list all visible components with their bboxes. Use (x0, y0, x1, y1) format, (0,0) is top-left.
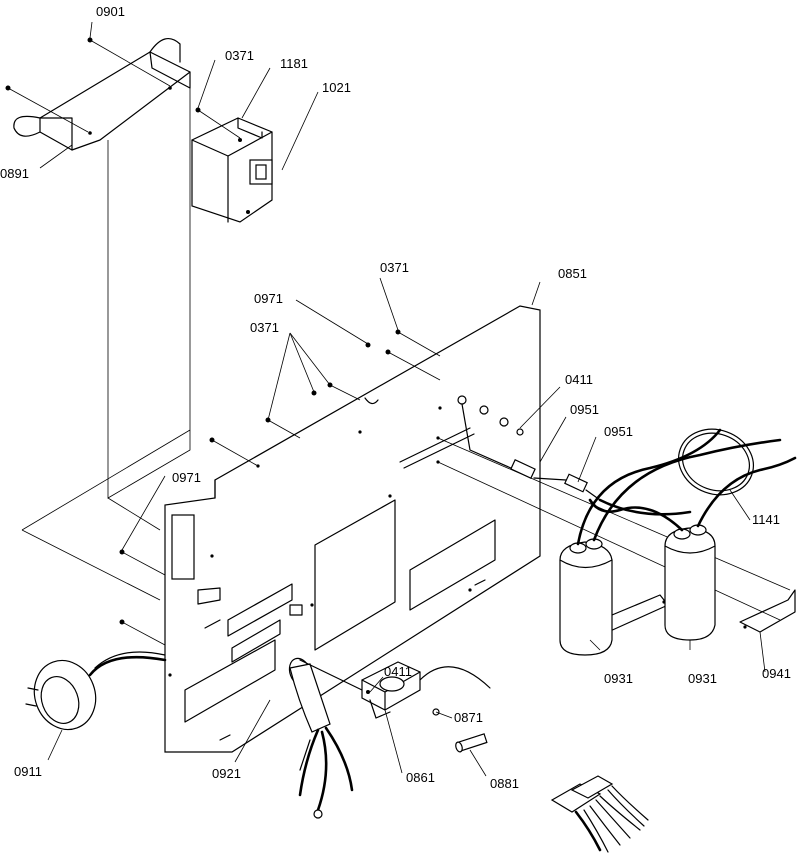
label-0931-a: 0931 (604, 671, 633, 686)
label-0881: 0881 (490, 776, 519, 791)
label-0851: 0851 (558, 266, 587, 281)
label-0901: 0901 (96, 4, 125, 19)
label-1181: 1181 (280, 56, 308, 71)
label-0941: 0941 (762, 666, 791, 681)
diode-assembly (457, 395, 601, 501)
back-panel-outline (21, 88, 191, 601)
label-0931-b: 0931 (688, 671, 717, 686)
label-0871: 0871 (454, 710, 483, 725)
power-cord (25, 651, 167, 731)
label-0371-left: 0371 (250, 320, 279, 335)
label-0921: 0921 (212, 766, 241, 781)
connector-harness (550, 775, 649, 853)
transformer (191, 117, 273, 223)
label-0411-top: 0411 (565, 372, 593, 387)
label-0971-left: 0971 (172, 470, 201, 485)
callout-leaders (39, 21, 766, 777)
label-0891: 0891 (0, 166, 29, 181)
label-0861: 0861 (406, 770, 435, 785)
label-0371-mid: 0371 (380, 260, 409, 275)
part-labels: 0901 0371 1181 1021 0891 0371 0851 0971 … (0, 4, 791, 791)
screws (5, 37, 441, 646)
fuse (455, 733, 488, 753)
fuse-holder (299, 659, 491, 719)
label-0971-top: 0971 (254, 291, 283, 306)
label-0951-b: 0951 (604, 424, 633, 439)
label-0371-top: 0371 (225, 48, 254, 63)
label-1141: 1141 (752, 512, 780, 527)
thermal-fuse (288, 657, 354, 819)
upper-bracket (13, 37, 191, 151)
label-1021: 1021 (322, 80, 351, 95)
label-0951-a: 0951 (570, 402, 599, 417)
capacitor-rail (399, 427, 796, 633)
label-0411-bottom: 0411 (384, 664, 412, 679)
capacitor-right (664, 524, 716, 641)
wiring-harness (576, 428, 797, 546)
control-panel (164, 305, 541, 753)
label-0911: 0911 (14, 764, 42, 779)
capacitor-left (559, 538, 613, 656)
